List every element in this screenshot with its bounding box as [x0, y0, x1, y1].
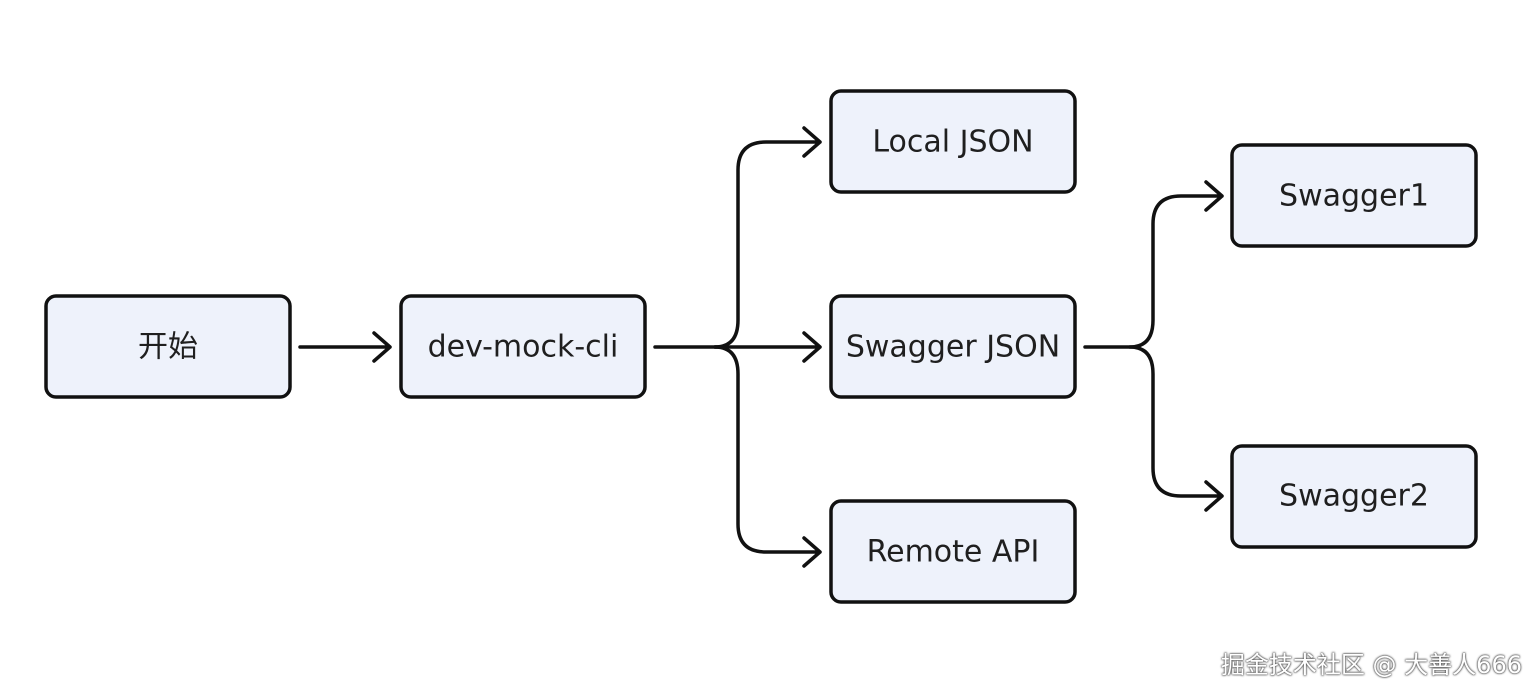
node-start-box [44, 294, 292, 399]
node-swagger2-box [1230, 444, 1478, 549]
connector-start-to-cli [298, 331, 392, 363]
node-swagger-json: Swagger JSON [829, 294, 1077, 399]
node-swagger1: Swagger1 [1230, 143, 1478, 248]
connector-cli-to-local-json [653, 126, 822, 349]
node-swagger1-label: Swagger1 [1279, 179, 1429, 214]
node-swagger1-box [1230, 143, 1478, 248]
node-swagger-json-box [829, 294, 1077, 399]
node-local-json: Local JSON [829, 89, 1077, 194]
node-swagger2: Swagger2 [1230, 444, 1478, 549]
node-swagger-json-label: Swagger JSON [846, 330, 1060, 365]
node-swagger2-label: Swagger2 [1279, 479, 1429, 514]
node-start: 开始 [44, 294, 292, 399]
node-remote-api: Remote API [829, 499, 1077, 604]
connector-cli-to-swagger-json [713, 331, 822, 363]
node-cli-label: dev-mock-cli [428, 330, 619, 365]
node-local-json-label: Local JSON [872, 125, 1033, 160]
connectors [298, 126, 1224, 568]
watermark-text: 掘金技术社区 @ 大善人666 [1220, 651, 1522, 679]
node-start-label: 开始 [138, 330, 198, 365]
node-remote-api-label: Remote API [867, 535, 1040, 570]
node-cli-box [399, 294, 647, 399]
node-remote-api-box [829, 499, 1077, 604]
connector-swagger-json-to-swagger2 [1128, 345, 1224, 512]
node-cli: dev-mock-cli [399, 294, 647, 399]
connector-swagger-json-to-swagger1 [1083, 180, 1224, 349]
connector-cli-to-remote-api [713, 345, 822, 568]
node-local-json-box [829, 89, 1077, 194]
